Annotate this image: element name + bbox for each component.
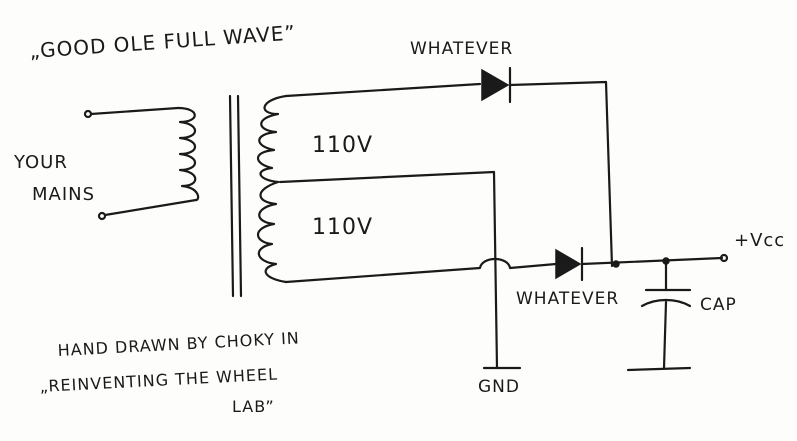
wire-upper-to-diode	[284, 82, 482, 98]
wire-capacitor-to-ground	[662, 300, 668, 370]
capacitor-plate-bottom	[640, 298, 692, 308]
bottom-diode-label: WHATEVER	[516, 289, 619, 309]
mains-lead-bottom	[103, 198, 198, 217]
junction-dot-diodes	[612, 260, 620, 268]
ground-label: GND	[478, 377, 520, 397]
credit-line3: LAB”	[232, 397, 275, 416]
capacitor-ground-bar	[626, 366, 692, 372]
diagram-title: „GOOD OLE FULL WAVE”	[29, 20, 297, 63]
upper-winding-label: 110V	[312, 133, 373, 158]
transformer-secondary-upper-coil	[256, 94, 288, 184]
mains-lead-top	[89, 106, 180, 116]
wire-top-diode-to-output	[508, 80, 614, 268]
transformer-secondary-lower-coil	[256, 180, 288, 284]
transformer-core-line-right	[236, 94, 243, 298]
lower-winding-label: 110V	[312, 215, 373, 240]
mains-label-line2: MAINS	[32, 184, 95, 205]
top-diode-symbol	[481, 66, 512, 104]
mains-label-line1: YOUR	[13, 152, 68, 173]
mains-terminal-bottom	[97, 211, 107, 221]
wire-lower-to-diode	[284, 257, 558, 284]
top-diode-label: WHATEVER	[410, 39, 513, 59]
wire-output-rail	[580, 256, 724, 266]
bottom-diode-symbol	[555, 246, 584, 282]
output-label: +Vcc	[734, 230, 785, 251]
transformer-core-line-left	[228, 94, 235, 298]
mains-terminals	[83, 106, 198, 221]
transformer-primary-coil	[176, 106, 200, 202]
output-terminal	[719, 253, 729, 263]
capacitor-label: CAP	[700, 295, 737, 315]
wire-center-tap-to-ground	[278, 170, 499, 370]
credit-line1: HAND DRAWN BY CHOKY IN	[57, 328, 300, 360]
credit-line2: „REINVENTING THE WHEEL	[39, 365, 278, 396]
